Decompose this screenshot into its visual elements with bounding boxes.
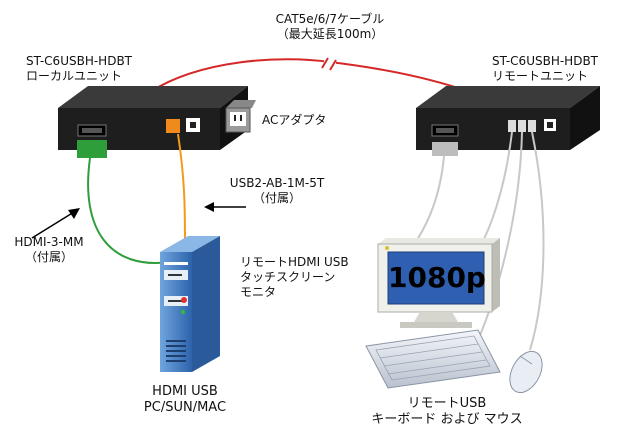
cat-cable-line2: （最大延長100m）	[276, 27, 384, 41]
monitor-icon	[377, 238, 500, 328]
remote-unit-device	[416, 86, 600, 150]
local-unit-model: ST-C6USBH-HDBT	[26, 54, 133, 68]
usb-cable-label: USB2-AB-1M-5T （付属）	[222, 176, 332, 206]
monitor-label: リモートHDMI USB タッチスクリーン モニタ	[240, 255, 349, 300]
ac-adapter-label: ACアダプタ	[262, 113, 327, 127]
cat-cable-label: CAT5e/6/7ケーブル （最大延長100m）	[270, 12, 390, 42]
hdmi-connector-local	[77, 140, 107, 158]
peripherals-label: リモートUSB キーボード および マウス	[362, 396, 532, 428]
pc-label: HDMI USB PC/SUN/MAC	[120, 384, 250, 416]
cable-break-icon	[321, 57, 337, 71]
usb-cable-arrow-icon	[204, 202, 246, 212]
remote-usb-cable-keyboard	[477, 131, 523, 341]
cat-cable-line1: CAT5e/6/7ケーブル	[275, 12, 385, 26]
remote-unit-role: リモートユニット	[492, 69, 589, 83]
local-unit-role: ローカルユニット	[26, 69, 123, 83]
hdmi-cable-note: （付属）	[24, 250, 73, 264]
peripherals-label-line2: キーボード および マウス	[371, 412, 523, 427]
remote-unit-label: ST-C6USBH-HDBT リモートユニット	[492, 54, 598, 84]
hdmi-cable	[87, 157, 171, 264]
mouse-icon	[509, 350, 543, 394]
hdmi-cable-arrow-icon	[31, 208, 80, 239]
monitor-label-line2: タッチスクリーン	[240, 270, 336, 284]
remote-hdmi-cable	[409, 155, 445, 251]
monitor-screen	[387, 251, 485, 305]
remote-unit-model: ST-C6USBH-HDBT	[492, 54, 599, 68]
monitor-screen-text: 1080p	[388, 261, 486, 294]
ac-adapter-icon	[225, 100, 256, 133]
peripherals-label-line1: リモートUSB	[407, 396, 487, 411]
usb-cable	[177, 133, 186, 246]
hdmi-connector-remote	[432, 142, 458, 156]
pc-tower-icon	[160, 236, 220, 372]
monitor-label-line1: リモートHDMI USB	[240, 255, 349, 269]
usb-cable-model: USB2-AB-1M-5T	[229, 176, 325, 190]
usb-cable-note: （付属）	[252, 191, 301, 205]
keyboard-icon	[365, 329, 501, 389]
pc-label-line2: PC/SUN/MAC	[143, 400, 227, 415]
remote-usb-cable-mouse	[529, 131, 545, 351]
pc-label-line1: HDMI USB	[152, 384, 218, 399]
hdmi-cable-model: HDMI-3-MM	[14, 235, 84, 249]
local-unit-label: ST-C6USBH-HDBT ローカルユニット	[26, 54, 132, 84]
hdmi-cable-label: HDMI-3-MM （付属）	[4, 235, 94, 265]
monitor-label-line3: モニタ	[240, 285, 277, 299]
